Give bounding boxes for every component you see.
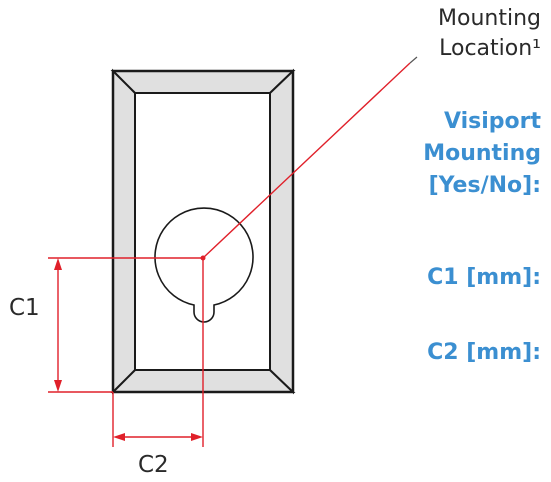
frame-right-bevel [269,68,294,395]
mounting-point [200,255,206,261]
mounting-leader-line [202,62,411,259]
mounting-location-note: Mounting Location¹ [438,4,541,64]
frame-left-bevel [112,68,136,395]
frame-top-bevel [110,70,296,94]
visiport-mounting-field-label: Visiport Mounting [Yes/No]: [423,106,541,202]
keyhole-cutout [154,207,254,323]
mounting-note-line1: Mounting [438,6,541,31]
visiport-line2: Mounting [423,141,541,166]
c1-mm-field-label: C1 [mm]: [427,265,541,290]
c1-arrow-top [54,258,62,270]
mounting-leader-tail [409,56,418,64]
visiport-line1: Visiport [443,109,541,134]
c2-arrow-right [191,433,203,441]
c2-mm-field-label: C2 [mm]: [427,340,541,365]
visiport-line3: [Yes/No]: [428,173,541,198]
c2-arrow-left [113,433,125,441]
c1-arrow-bottom [54,380,62,392]
c2-label: C2 [138,452,169,478]
mounting-note-line2: Location¹ [439,36,541,61]
c1-label: C1 [9,295,40,321]
